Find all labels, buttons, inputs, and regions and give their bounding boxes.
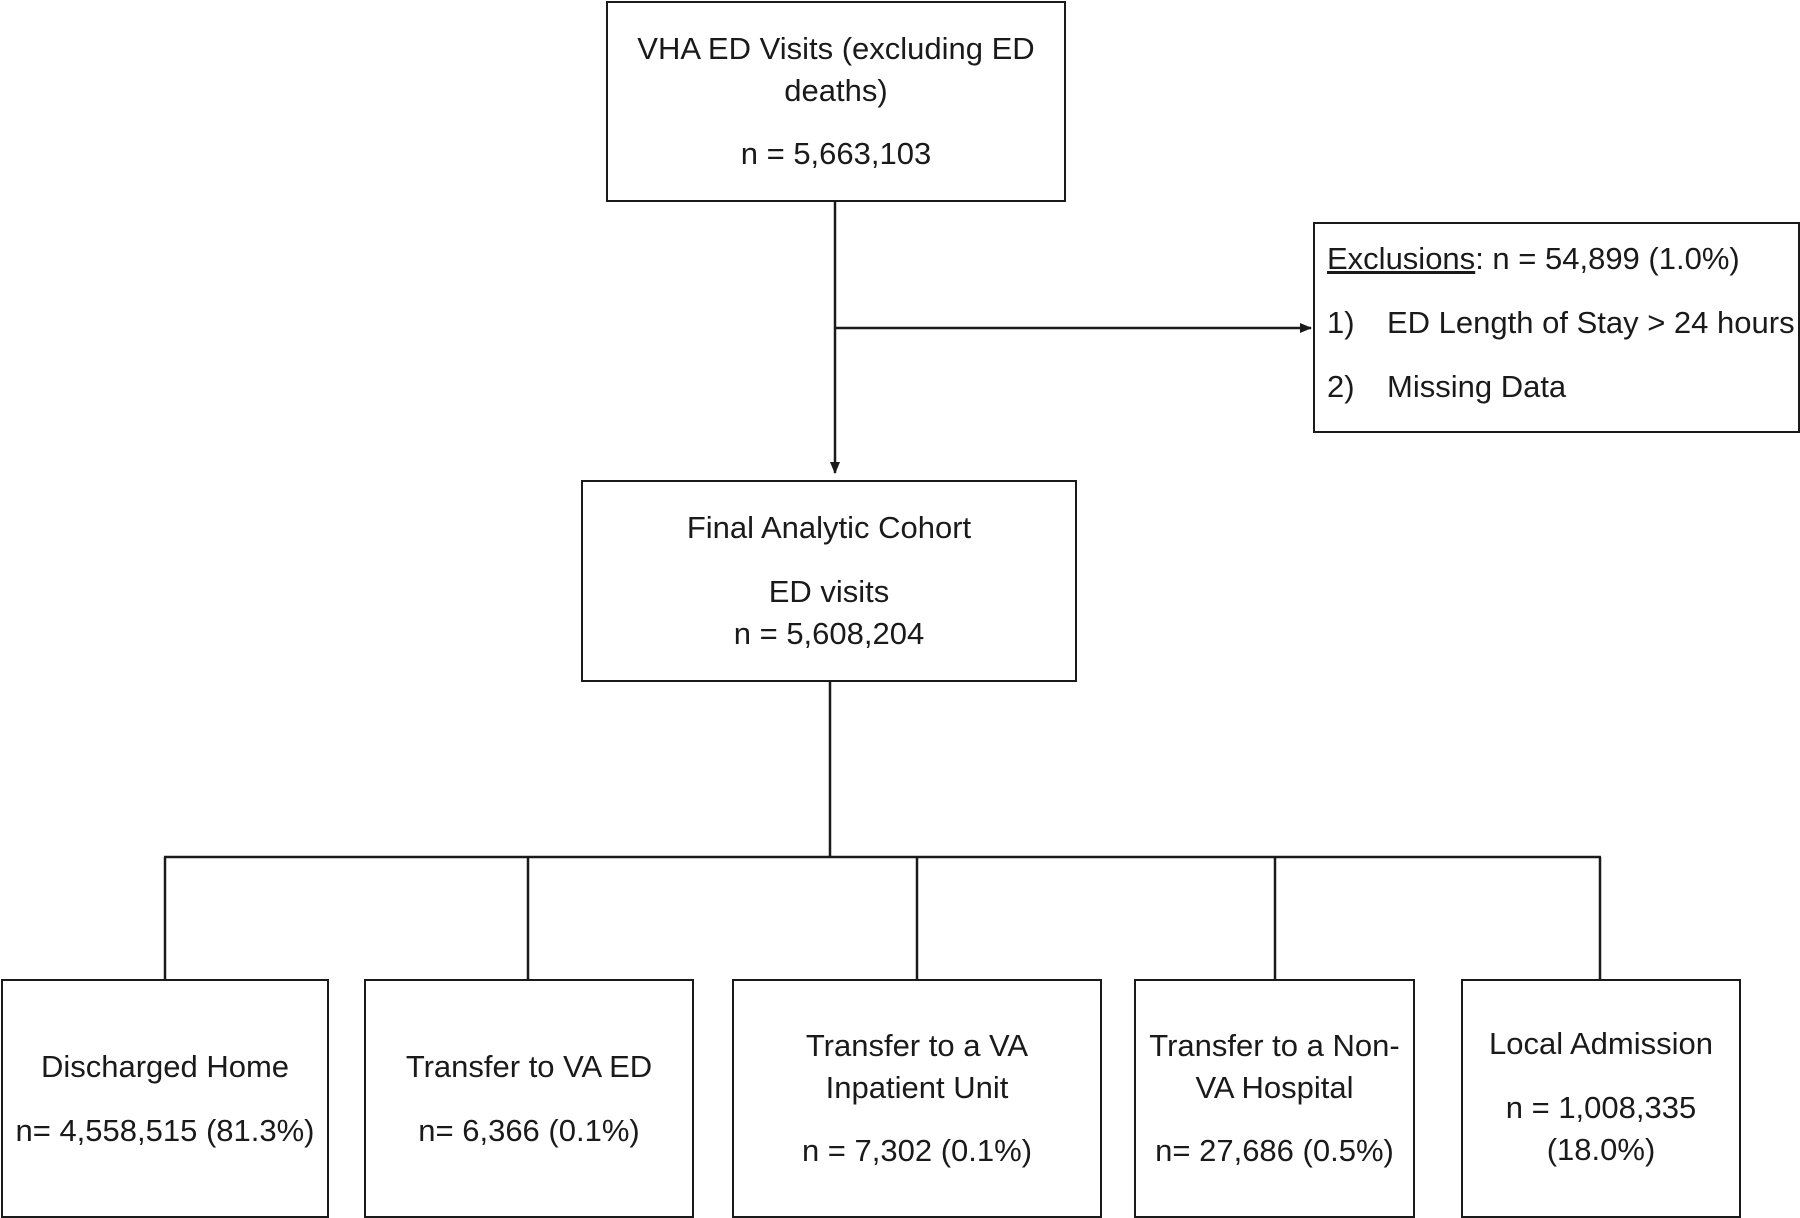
outcome-box-local-admission: Local Admission n = 1,008,335 (18.0%) [1461, 979, 1741, 1218]
outcome-label-line1: Transfer to a Non- [1149, 1027, 1400, 1063]
outcome-label-line2: VA Hospital [1195, 1069, 1354, 1105]
outcome-label-line1: Transfer to a VA [805, 1027, 1029, 1063]
outcome-count: n= 4,558,515 (81.3%) [15, 1112, 315, 1148]
exclusion-item-number: 2) [1327, 368, 1355, 404]
final-cohort-box: Final Analytic Cohort ED visits n = 5,60… [581, 480, 1077, 682]
exclusion-item-number: 1) [1327, 304, 1355, 340]
exclusion-item-text: Missing Data [1387, 368, 1567, 404]
outcome-count: n = 7,302 (0.1%) [801, 1133, 1033, 1169]
exclusions-heading: Exclusions [1327, 241, 1476, 276]
exclusion-item-text: ED Length of Stay > 24 hours [1387, 304, 1795, 340]
final-cohort-title: Final Analytic Cohort [686, 510, 972, 546]
exclusion-item: 2) Missing Data [1327, 366, 1798, 408]
final-cohort-count: n = 5,608,204 [733, 615, 925, 651]
outcome-label: Local Admission [1488, 1026, 1713, 1061]
total-visits-title-line1: VHA ED Visits (excluding ED [637, 30, 1035, 66]
outcome-box-transfer-va-ed: Transfer to VA ED n= 6,366 (0.1%) [364, 979, 694, 1218]
outcome-box-transfer-non-va: Transfer to a Non- VA Hospital n= 27,686… [1134, 979, 1415, 1218]
outcome-label: Discharged Home [40, 1048, 290, 1084]
final-cohort-subtitle: ED visits [768, 574, 890, 610]
exclusions-box: Exclusions: n = 54,899 (1.0%) 1) ED Leng… [1313, 222, 1800, 433]
outcome-label-line2: Inpatient Unit [825, 1069, 1009, 1105]
outcome-label: Transfer to VA ED [405, 1048, 653, 1084]
total-visits-box: VHA ED Visits (excluding ED deaths) n = … [606, 1, 1066, 202]
outcome-count: n= 6,366 (0.1%) [418, 1112, 640, 1148]
outcome-count: n = 1,008,335 [1505, 1089, 1697, 1125]
exclusions-header: Exclusions: n = 54,899 (1.0%) [1327, 238, 1798, 280]
outcome-box-transfer-va-inpatient: Transfer to a VA Inpatient Unit n = 7,30… [732, 979, 1102, 1218]
outcome-count-percent: (18.0%) [1546, 1131, 1656, 1167]
exclusion-item: 1) ED Length of Stay > 24 hours [1327, 302, 1798, 344]
total-visits-title-line2: deaths) [784, 72, 888, 108]
total-visits-count: n = 5,663,103 [740, 136, 932, 172]
exclusions-summary: : n = 54,899 (1.0%) [1475, 241, 1740, 276]
outcome-box-discharged-home: Discharged Home n= 4,558,515 (81.3%) [1, 979, 329, 1218]
outcome-count: n= 27,686 (0.5%) [1155, 1133, 1394, 1169]
